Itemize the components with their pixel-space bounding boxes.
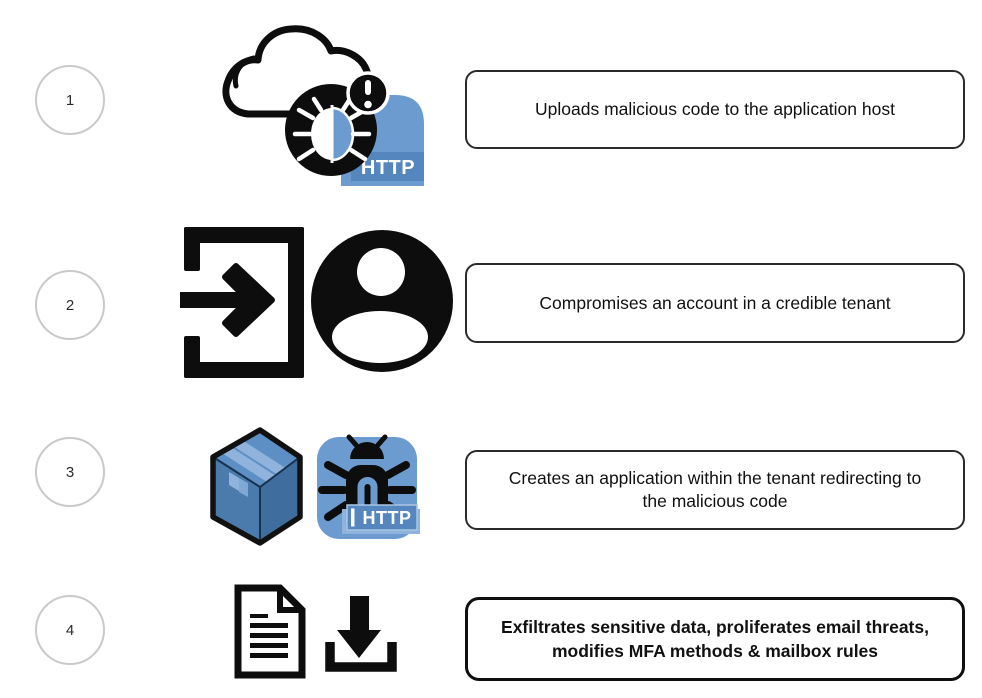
step-3-number-badge: 3: [35, 437, 105, 507]
http-banner: HTTP: [342, 504, 420, 534]
document-icon: [234, 584, 306, 679]
account-person-icon: [311, 230, 453, 372]
step-description: Creates an application within the tenant…: [508, 468, 922, 511]
download-icon: [325, 596, 397, 672]
package-malicious-app-icon: HTTP: [210, 427, 420, 546]
step-3-description-box: Creates an application within the tenant…: [465, 450, 965, 530]
step-number: 3: [65, 463, 75, 481]
cloud-malware-http-icon: HTTP: [222, 25, 424, 186]
document-download-icon: [234, 584, 397, 679]
http-label: HTTP: [363, 508, 412, 528]
step-description: Uploads malicious code to the applicatio…: [535, 99, 895, 119]
step-number: 4: [65, 621, 75, 639]
sign-in-account-icon: [180, 227, 453, 378]
step-4-number-badge: 4: [35, 595, 105, 665]
step-description: Exfiltrates sensitive data, proliferates…: [501, 617, 929, 661]
step-1-description-box: Uploads malicious code to the applicatio…: [465, 70, 965, 149]
malware-bug-alert-icon: [285, 71, 390, 176]
step-number: 1: [65, 91, 75, 109]
malicious-http-app-icon: HTTP: [317, 434, 420, 539]
http-label: HTTP: [361, 157, 415, 179]
step-2-description-box: Compromises an account in a credible ten…: [465, 263, 965, 343]
package-icon: [210, 427, 303, 546]
document-text-lines: [250, 614, 288, 658]
exclamation-icon: [364, 80, 372, 109]
step-2-number-badge: 2: [35, 270, 105, 340]
sign-in-arrow-icon: [180, 227, 304, 378]
step-1-number-badge: 1: [35, 65, 105, 135]
step-description: Compromises an account in a credible ten…: [539, 292, 891, 313]
step-number: 2: [65, 296, 75, 314]
alert-badge-icon: [346, 71, 390, 115]
step-4-description-box: Exfiltrates sensitive data, proliferates…: [465, 597, 965, 681]
